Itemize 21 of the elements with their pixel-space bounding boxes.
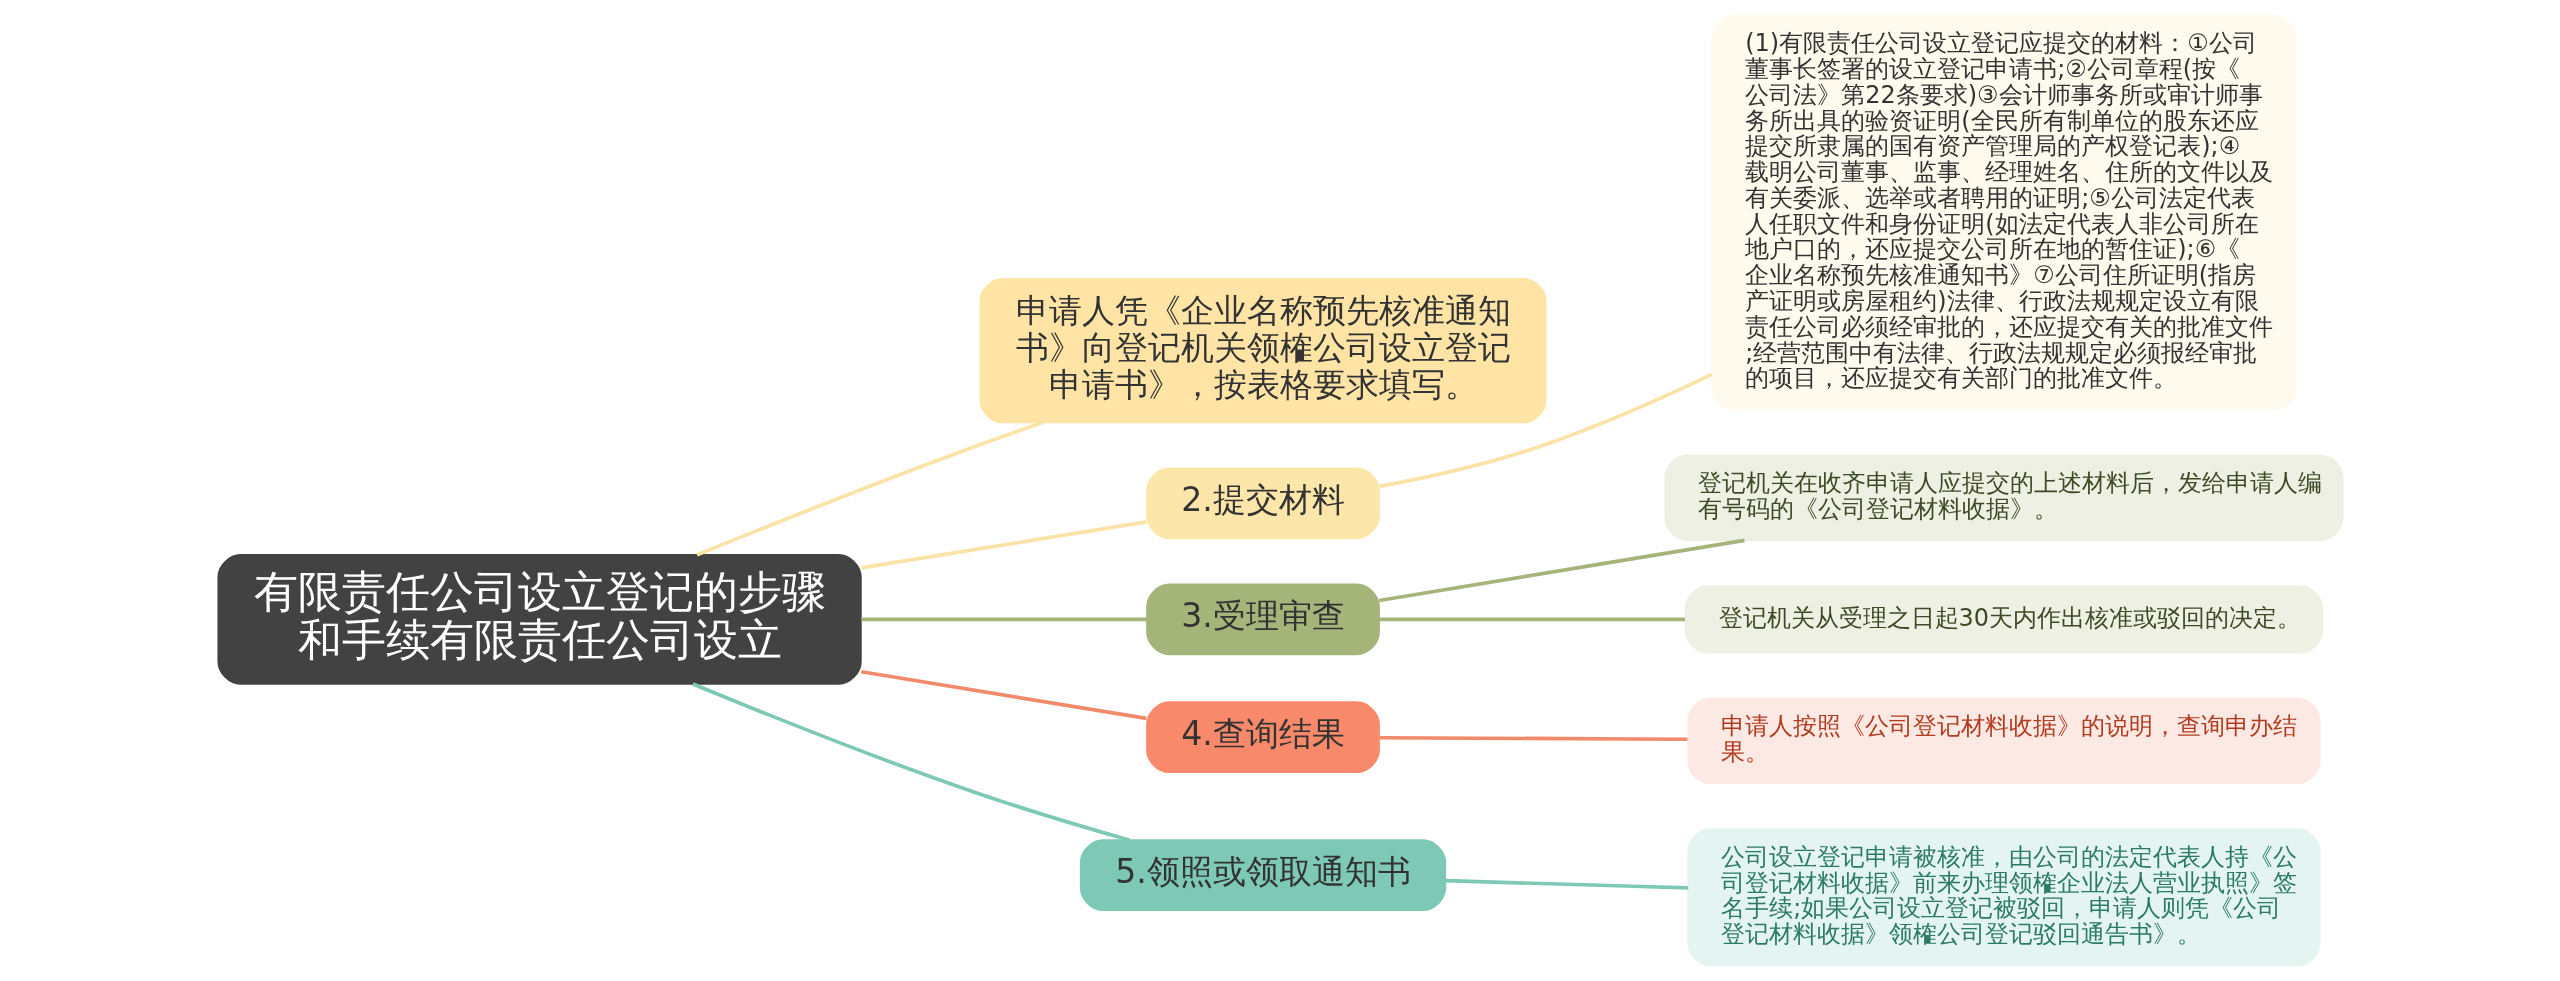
node-box: (1)有限责任公司设立登记应提交的材料：①公司董事长签署的设立登记申请书;②公司章程(按《公司法》第22条要求)③会计师事务所或审计师事务所出具的验资证明(全民所有制单位的股东还应提交所隶属的国有资产管理局的产权登记表);④载明公司董事、监事、经理姓名、住所的文件以及有关委派、选举或者聘用的证明;⑤公司法定代表人任职文件和身份证明(如法定代表人非公司所在地户口的，还应提交公司所在地的暂住证);⑥《企业名称预先核准通知书》⑦公司住所证明(指房产证明或房屋租约)法律、行政法规规定设立有限责任公司必须经审批的，还应提交有关的批准文件;经营范围中有法律、行政法规规定必须报经审批的项目，还应提交有关部门的批准文件。 [1710,14,2297,411]
connector [1378,735,1687,742]
node-box: 公司设立登记申请被核准，由公司的法定代表人持《公司登记材料收据》前来办理领榷企业法人营业执照》签名手续;如果公司设立登记被驳回，申请人则凭《公司登记材料收据》领榷公司登记驳回通告书》。 [1686,828,2321,967]
connector [691,682,1130,842]
connector [860,520,1147,570]
node-box: 4.查询结果 [1145,701,1380,774]
node-box: 3.受理审查 [1145,583,1380,656]
node-box: 申请人按照《公司登记材料收据》的说明，查询申办结果。 [1686,697,2321,785]
connector [695,420,1043,557]
connector [1378,372,1713,489]
node-box: 2.提交材料 [1145,467,1380,540]
node-box: 登记机关从受理之日起30天内作出核准或驳回的决定。 [1684,585,2323,654]
connector [860,617,1146,622]
node-box: 登记机关在收齐申请人应提交的上述材料后，发给申请人编有号码的《公司登记材料收据》。 [1663,454,2344,542]
node-box: 申请人凭《企业名称预先核准通知书》向登记机关领榷公司设立登记申请书》，按表格要求填写。 [979,277,1546,424]
connector [860,669,1147,721]
node-box: 有限责任公司设立登记的步骤和手续有限责任公司设立 [216,554,862,685]
connector [1378,617,1685,622]
connector [1378,538,1745,603]
connector [1445,878,1688,890]
node-box: 5.领照或领取通知书 [1079,839,1446,912]
